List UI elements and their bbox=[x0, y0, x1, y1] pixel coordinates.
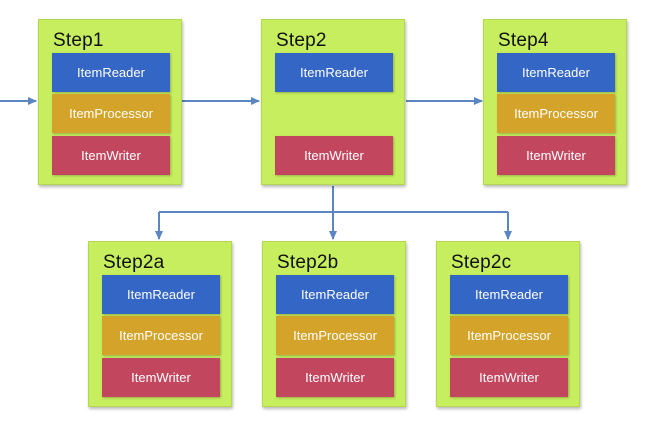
step-step2: Step2 ItemReader ItemWriter bbox=[261, 19, 405, 185]
item-writer-box: ItemWriter bbox=[276, 358, 394, 397]
item-processor-box: ItemProcessor bbox=[52, 94, 170, 133]
step-title: Step2a bbox=[103, 252, 165, 273]
step-title: Step2c bbox=[451, 252, 512, 273]
item-processor-box: ItemProcessor bbox=[497, 94, 615, 133]
step-title: Step2b bbox=[277, 252, 339, 273]
step-step2b: Step2b ItemReader ItemProcessor ItemWrit… bbox=[262, 241, 406, 407]
step-step1: Step1 ItemReader ItemProcessor ItemWrite… bbox=[38, 19, 182, 185]
item-processor-box: ItemProcessor bbox=[102, 316, 220, 355]
item-writer-box: ItemWriter bbox=[52, 136, 170, 175]
item-reader-box: ItemReader bbox=[52, 53, 170, 92]
item-reader-box: ItemReader bbox=[102, 275, 220, 314]
step-title: Step1 bbox=[53, 30, 104, 51]
item-reader-box: ItemReader bbox=[450, 275, 568, 314]
item-processor-box: ItemProcessor bbox=[276, 316, 394, 355]
step-step2a: Step2a ItemReader ItemProcessor ItemWrit… bbox=[88, 241, 232, 407]
item-writer-box: ItemWriter bbox=[102, 358, 220, 397]
item-reader-box: ItemReader bbox=[276, 275, 394, 314]
item-reader-box: ItemReader bbox=[497, 53, 615, 92]
item-writer-box: ItemWriter bbox=[450, 358, 568, 397]
item-reader-box: ItemReader bbox=[275, 53, 393, 92]
step-title: Step4 bbox=[498, 30, 549, 51]
step-title: Step2 bbox=[276, 30, 327, 51]
step-step4: Step4 ItemReader ItemProcessor ItemWrite… bbox=[483, 19, 627, 185]
step-step2c: Step2c ItemReader ItemProcessor ItemWrit… bbox=[436, 241, 580, 407]
item-writer-box: ItemWriter bbox=[497, 136, 615, 175]
item-processor-box: ItemProcessor bbox=[450, 316, 568, 355]
item-writer-box: ItemWriter bbox=[275, 136, 393, 175]
